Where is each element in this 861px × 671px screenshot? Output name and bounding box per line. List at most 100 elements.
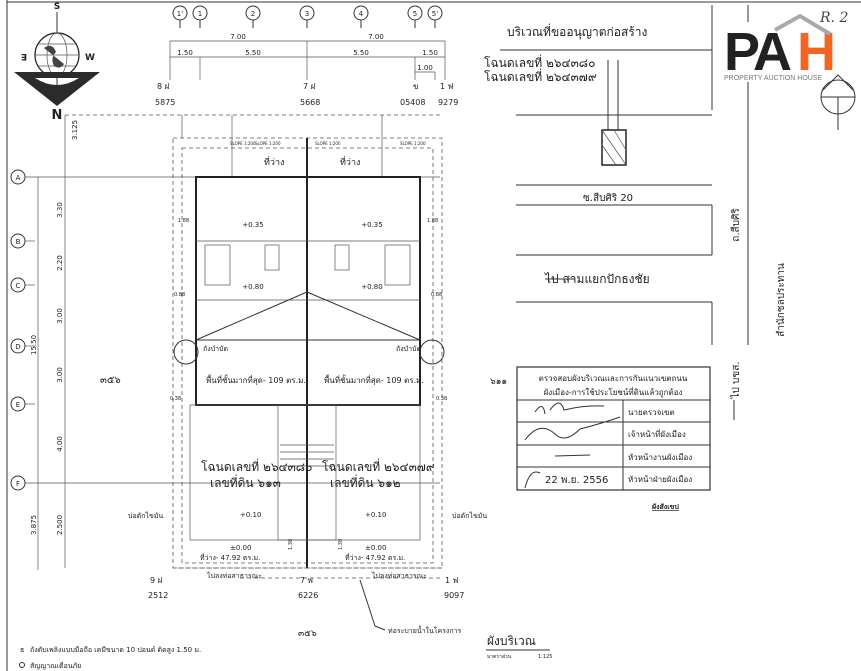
drawing-label: 1.38	[338, 539, 344, 550]
corner-north-symbol: R. 2	[819, 10, 856, 130]
signature	[554, 454, 591, 457]
drawing-label: 5'	[432, 10, 438, 18]
drawing-line	[14, 72, 100, 106]
drawing-label: ที่ว่าง- 47.92 ตร.ม.	[200, 553, 260, 562]
drawing-title: ผังบริเวณ มาตราส่วน 1:125	[486, 634, 552, 660]
drawing-label: ถังดับเพลิงแบบมือถือ เคมีขนาด 10 ปอนด์ ต…	[30, 646, 201, 654]
drawing-line	[277, 404, 337, 541]
drawing-line	[334, 244, 350, 271]
drawing-label: 7 ฝ	[303, 82, 316, 91]
drawing-line	[44, 45, 64, 68]
drawing-label: ที่ว่าง- 47.92 ตร.ม.	[345, 553, 405, 562]
drawing-label: SLOPE 1:200	[255, 141, 281, 146]
drawing-label: ตรวจสอบผังบริเวณและการกันแนวเขตถนน	[539, 374, 688, 383]
side-dimensions: 3.125 3.30 2.20 3.00 3.00 4.00 2.500 15.…	[30, 114, 440, 570]
drawing-label: โฉนดเลขที่ ๒๖๔๓๘๐	[201, 458, 312, 474]
drawing-label: N	[52, 108, 63, 123]
drawing-label: F	[16, 480, 20, 488]
grid-bubble: C	[10, 277, 35, 293]
drawing-label: โฉนดเลขที่ ๒๖๔๓๗๙	[322, 458, 435, 474]
drawing-label: 3.30	[56, 202, 64, 218]
drawing-label: D	[15, 343, 20, 351]
north-arrow-icon: S E W N	[14, 2, 100, 123]
drawing-label: ที่ว่าง	[264, 155, 284, 168]
drawing-label: H	[797, 22, 836, 82]
drawing-line	[306, 291, 421, 341]
drawing-label: 4	[359, 10, 364, 18]
drawing-label: ไป บขส.	[730, 361, 742, 399]
grid-bubble: 1'	[172, 5, 188, 28]
drawing-line	[264, 244, 280, 271]
signature	[524, 416, 621, 441]
drawing-label: เลขที่ดิน ๖๑๒	[330, 474, 401, 490]
drawing-label: 1.50	[177, 49, 193, 57]
drawing-label: ถังบำบัด	[396, 345, 421, 353]
drawing-label: 1 ฟ	[440, 82, 454, 91]
drawing-label: 5.50	[353, 49, 369, 57]
drawing-label: โฉนดเลขที่ ๒๖๔๓๗๙	[484, 68, 597, 84]
drawing-label: +0.80	[361, 283, 382, 291]
grid-rows: A B C D E F	[10, 169, 440, 491]
drawing-label: 1'	[177, 10, 183, 18]
drawing-label: 9 ฝ	[150, 576, 163, 585]
drawing-label: 15.50	[30, 335, 38, 355]
signature	[524, 471, 541, 489]
drawing-label: A	[16, 174, 21, 182]
drawing-label: ไปลงท่อสาธารณะ	[371, 571, 427, 580]
drawing-label: 05408	[400, 98, 425, 107]
drawing-line	[774, 13, 832, 36]
drawing-label: ข	[413, 82, 418, 91]
legend: ธ ถังดับเพลิงแบบมือถือ เคมีขนาด 10 ปอนด์…	[19, 646, 201, 670]
drawing-label: สัญญาณเตือนภัย	[30, 662, 81, 670]
drawing-label: บ่อดักไขมัน	[128, 511, 163, 520]
drawing-label: PROPERTY AUCTION HOUSE	[724, 75, 822, 82]
drawing-label: ๓๕๖	[298, 629, 317, 639]
drawing-line	[822, 74, 854, 91]
drawing-label: B	[16, 238, 21, 246]
drawing-label: +0.35	[361, 221, 382, 229]
drawing-label: 2.20	[56, 255, 64, 271]
drawing-label: โฉนดเลขที่ ๒๖๔๓๘๐	[484, 54, 595, 70]
drawing-label: เลขที่ดิน ๖๑๓	[210, 474, 281, 490]
drawing-label: 5.50	[245, 49, 261, 57]
drawing-label: 5	[413, 10, 417, 18]
signature	[534, 402, 605, 415]
drawing-label: SLOPE 1:200	[230, 141, 256, 146]
drawing-label: +0.10	[240, 511, 261, 519]
drawing-label: ±0.00	[365, 544, 386, 552]
septic-tank-icon	[173, 339, 199, 365]
drawing-label: 1 ฟ	[445, 576, 459, 585]
drawing-label: 0.38	[436, 396, 447, 402]
grid-bubble: 4	[353, 5, 369, 28]
drawing-label: ผังเมือง-การใช้ประโยชน์ที่ดินแล้วถูกต้อง	[544, 386, 683, 398]
drawing-label: C	[16, 282, 21, 290]
drawing-label: 5875	[155, 98, 175, 107]
drawing-label: ท่อระบายน้ำในโครงการ	[388, 624, 462, 635]
drawing-label: 0.88	[431, 292, 442, 298]
drawing-label: SLOPE 1:200	[315, 141, 341, 146]
grid-columns: 1' 1 2 3 4 5 5'	[172, 5, 443, 28]
drawing-label: 7 พ	[300, 576, 313, 585]
drawing-label: 1:125	[538, 654, 552, 660]
drawing-label: ๓๕๖	[100, 375, 121, 386]
drawing-label: 3.875	[30, 515, 38, 535]
drawing-line	[516, 366, 711, 491]
drawing-line	[374, 625, 386, 631]
drawing-label: ไป สามแยกปักธงชัย	[544, 272, 650, 286]
grid-bubble: E	[10, 396, 35, 412]
drawing-label: 1	[198, 10, 202, 18]
drawing-label: 5668	[300, 98, 320, 107]
fire-extinguisher-icon: ธ	[20, 646, 24, 654]
stair-right	[384, 244, 411, 286]
grid-bubble: 1	[192, 5, 208, 28]
drawing-label: เจ้าหน้าที่ผังเมือง	[628, 428, 686, 439]
drawing-label: 3	[305, 10, 309, 18]
drawing-label: 4.00	[56, 436, 64, 452]
grid-bubble: B	[10, 233, 35, 249]
drawing-label: 2	[251, 10, 255, 18]
drawing-label: 1.50	[422, 49, 438, 57]
drawing-label: 3.00	[56, 308, 64, 324]
stair-left	[204, 244, 231, 286]
